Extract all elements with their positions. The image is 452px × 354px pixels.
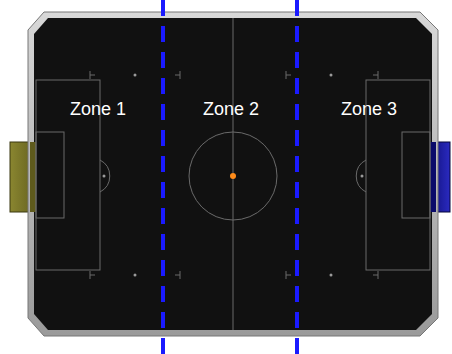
field-tick bbox=[90, 71, 95, 79]
field-rim bbox=[28, 12, 438, 336]
left-penalty-arc bbox=[100, 160, 110, 192]
blue-goal-mouth bbox=[430, 142, 436, 212]
zone-divider bbox=[161, 0, 165, 354]
field-tick bbox=[373, 271, 378, 279]
neutral-spot bbox=[330, 274, 333, 277]
neutral-spot bbox=[134, 274, 137, 277]
field-tick bbox=[286, 271, 291, 279]
field-tick bbox=[175, 71, 180, 79]
field-tick bbox=[373, 71, 378, 79]
field-tick bbox=[286, 71, 291, 79]
field-ticks bbox=[90, 71, 378, 279]
zone-label: Zone 1 bbox=[70, 100, 126, 120]
ball bbox=[230, 173, 236, 179]
right-goal-area bbox=[402, 132, 430, 218]
zone-dividers bbox=[163, 0, 297, 354]
left-penalty-spot bbox=[103, 175, 106, 178]
left-goal-area bbox=[36, 132, 64, 218]
zone-label-wrap: Zone 1 bbox=[70, 100, 126, 120]
field-spots bbox=[103, 74, 364, 277]
zone-label: Zone 3 bbox=[341, 100, 397, 120]
neutral-spot bbox=[134, 74, 137, 77]
zone-label-wrap: Zone 3 bbox=[341, 100, 397, 120]
field-surface bbox=[34, 18, 432, 330]
yellow-goal-mouth bbox=[30, 142, 36, 212]
field-tick bbox=[90, 271, 95, 279]
zone-divider bbox=[295, 0, 299, 354]
right-penalty-spot bbox=[361, 175, 364, 178]
neutral-spot bbox=[330, 74, 333, 77]
field-tick bbox=[175, 271, 180, 279]
zone-label-wrap: Zone 2 bbox=[203, 100, 259, 120]
center-circle bbox=[189, 132, 277, 220]
zone-label: Zone 2 bbox=[203, 100, 259, 120]
right-penalty-arc bbox=[356, 160, 366, 192]
field-markings bbox=[36, 18, 430, 330]
